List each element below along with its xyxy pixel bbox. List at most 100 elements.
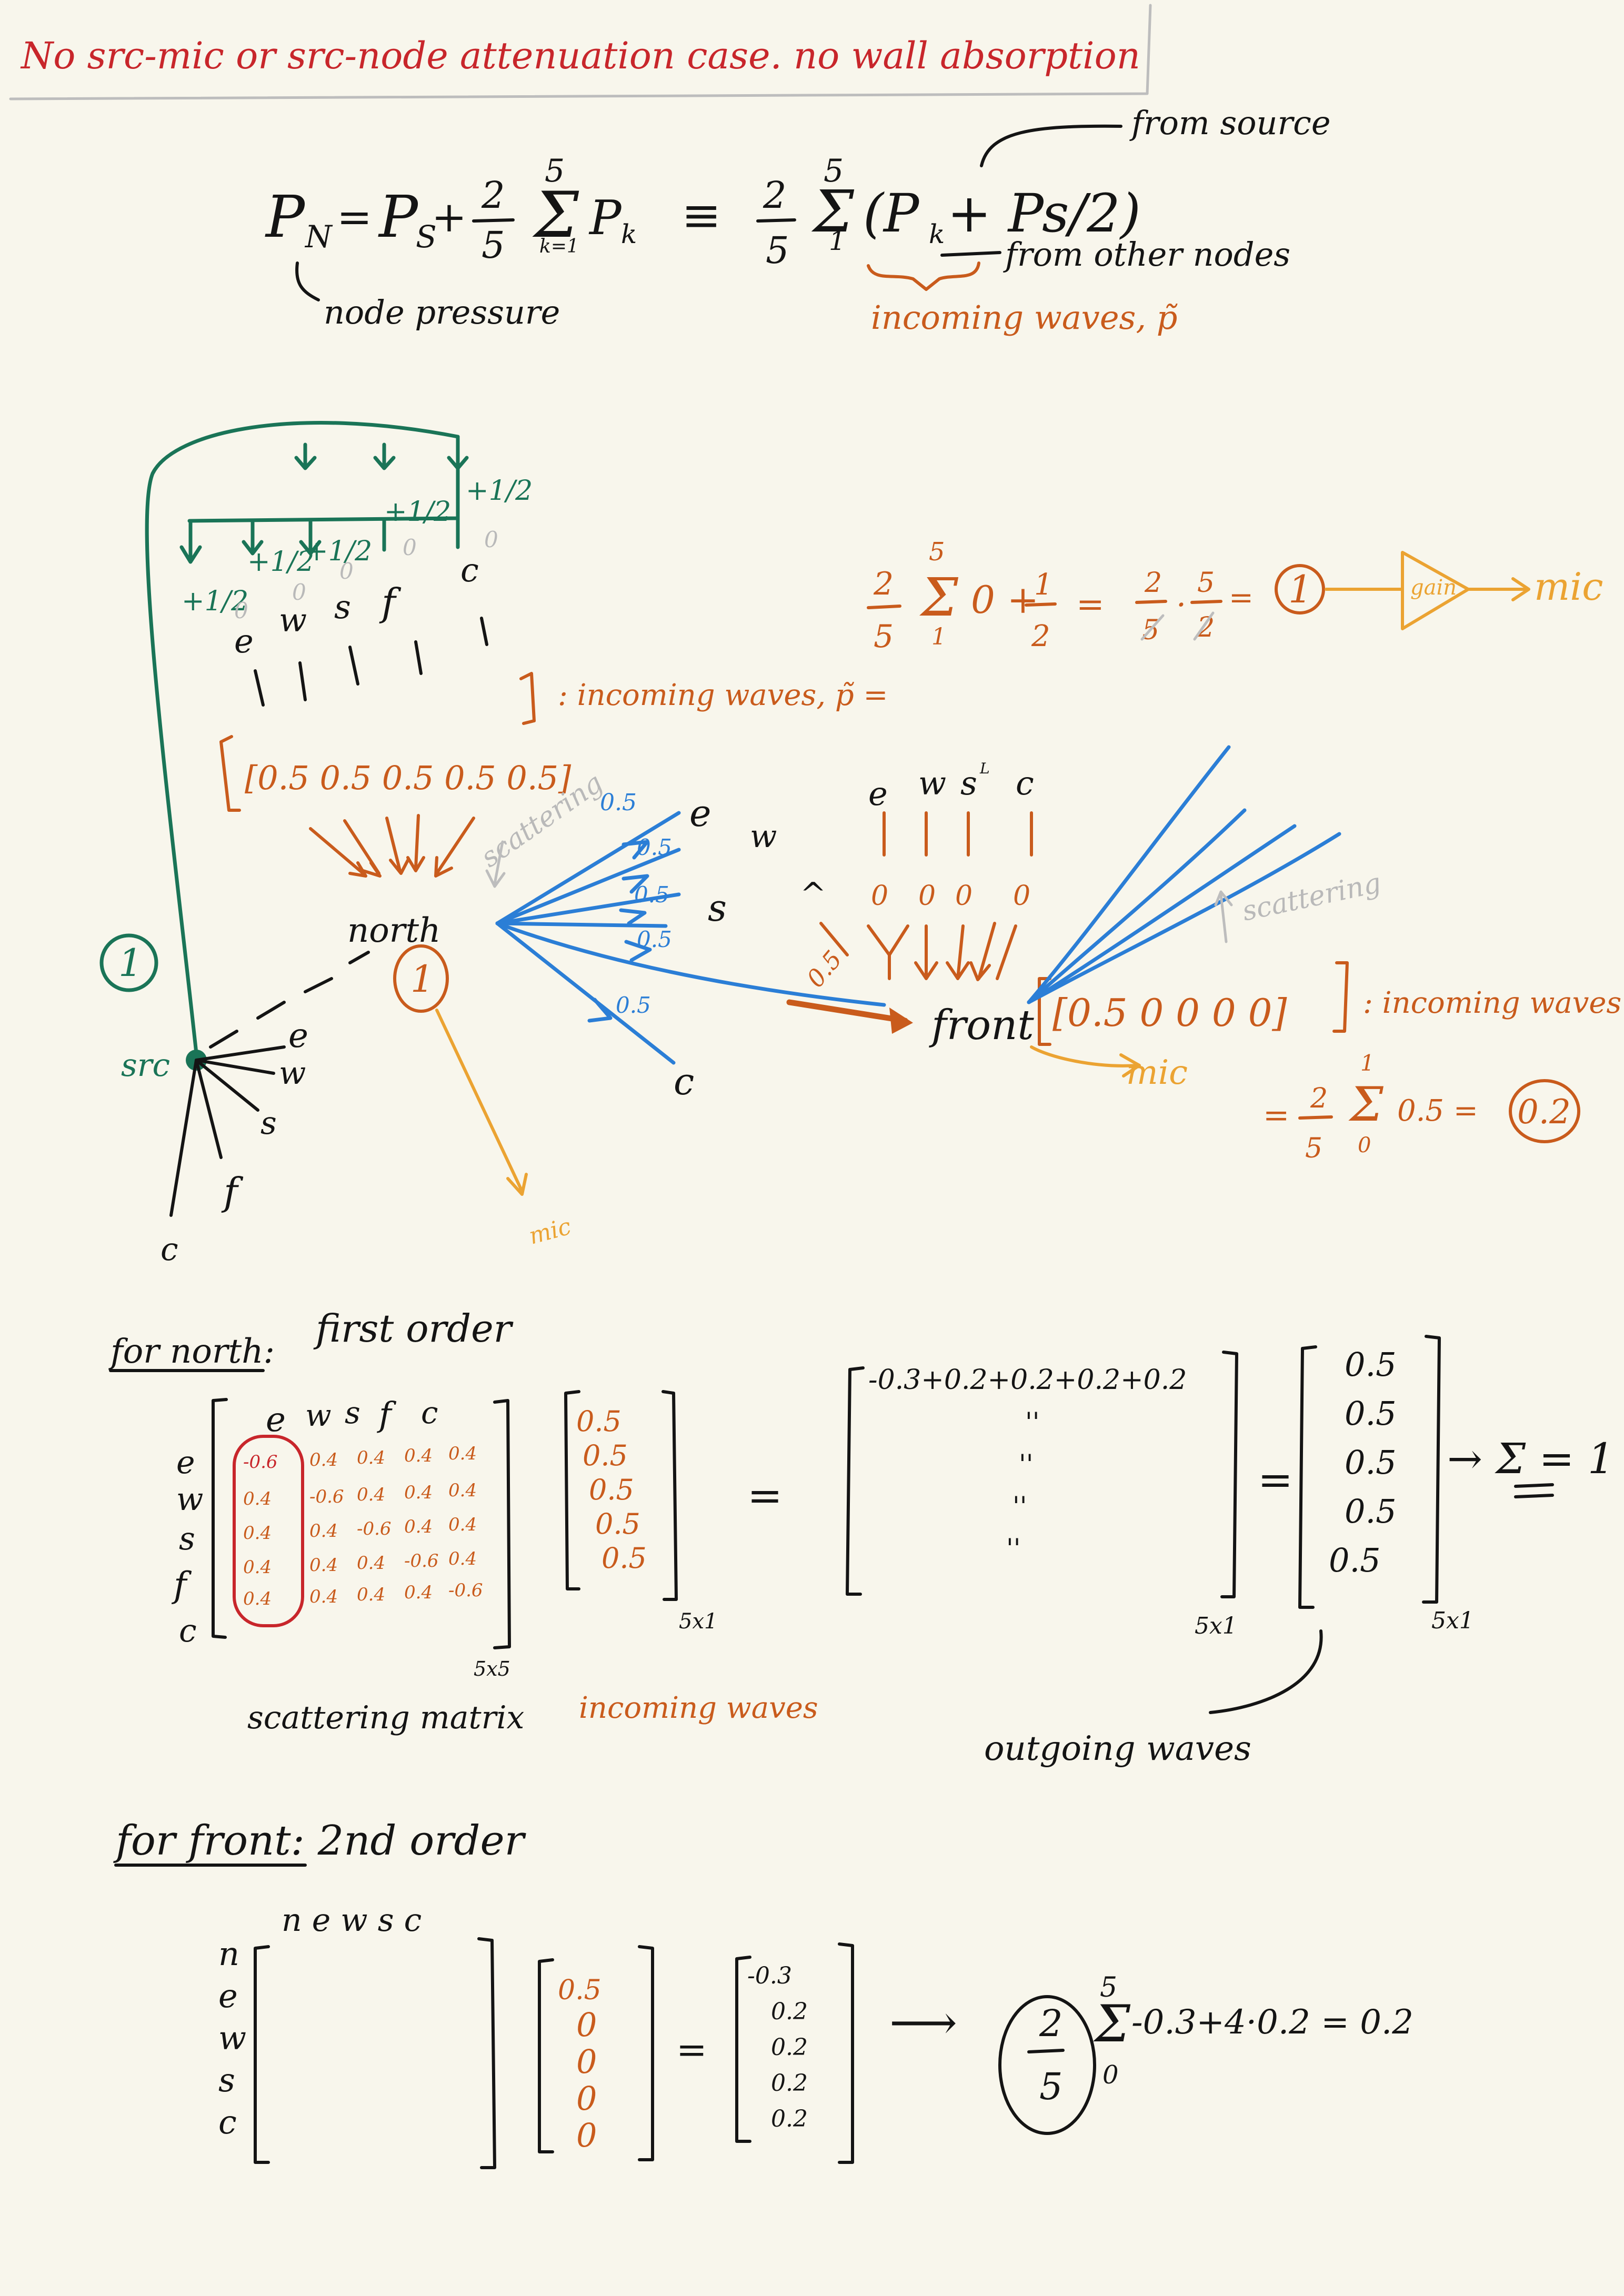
matrix-cell: -0.6 [357, 1518, 392, 1539]
outgoing-cell: 0.5 [1329, 1541, 1381, 1579]
front-calc-eq: = [1263, 1097, 1289, 1134]
calc-eq2: = [1229, 581, 1254, 615]
blue-label-top: 0.5 [600, 789, 637, 816]
incoming-cell: 0.5 [583, 1439, 628, 1472]
blue-end-c: c [674, 1060, 694, 1103]
calc-eq: = [1076, 585, 1105, 624]
north-mic: mic [526, 1213, 574, 1250]
eq-equiv: ≡ [681, 188, 721, 243]
calc-dot: · [1176, 587, 1186, 623]
expanded-cell: '' [1006, 1533, 1021, 1564]
zero-mark-s: 0 [339, 558, 354, 584]
blue-label-s: 0.5 [637, 927, 672, 952]
source-node: src e w s f c [121, 1016, 308, 1268]
north-outgoing-vector: 0.50.50.50.50.5 5x1 → Σ = 1 outgoing wav… [984, 1335, 1615, 1768]
eq-ps: P [378, 183, 419, 250]
eq-ps-sub: S [416, 219, 437, 255]
eq-rhs-sigma: Σ [811, 178, 855, 245]
zero-mark-w: 0 [292, 579, 306, 605]
eq-rhs-num: 2 [763, 174, 787, 217]
incoming-cell: 0.5 [589, 1473, 634, 1506]
front-incoming-cell: 0.5 [558, 1975, 602, 2006]
north-subheading: first order [313, 1306, 514, 1351]
matrix-cell: 0.4 [357, 1447, 385, 1468]
front-n-mark: ^ [800, 876, 826, 913]
source-feed: +1/2 +1/2 +1/2 +1/2 +1/2 1 [99, 421, 533, 1065]
front-node: e w s L c 0 0 0 0 ^ 0.5 front [0.5 0 0 0… [786, 745, 1621, 1164]
incoming-caption: incoming waves [579, 1691, 818, 1725]
front-dir-s: s [960, 764, 977, 802]
front-mic: mic [1126, 1053, 1188, 1092]
eq-pk-sub: k [621, 219, 637, 249]
outgoing-cell: 0.5 [1345, 1443, 1397, 1482]
matrix-cell: 0.4 [448, 1480, 477, 1501]
front-dir-extra: L [979, 760, 990, 777]
calc-body: 0 + [971, 578, 1039, 622]
expanded-cell: '' [1019, 1449, 1034, 1479]
front-zero-4: 0 [1013, 880, 1030, 912]
front-calc-result: 0.2 [1517, 1093, 1571, 1132]
final-expr: -0.3+4·0.2 = 0.2 [1131, 2003, 1414, 2042]
calc-half-den: 2 [1031, 619, 1050, 653]
incoming-cell: 0.5 [576, 1405, 621, 1438]
matrix-cell: 0.4 [243, 1523, 272, 1544]
matrix-cell: -0.6 [448, 1580, 483, 1601]
matrix-cell: 0.4 [309, 1520, 338, 1542]
front-outgoing-cell: 0.2 [771, 2070, 808, 2097]
matrix-cell: 0.4 [448, 1514, 477, 1535]
matrix-cell: 0.4 [357, 1584, 385, 1605]
calc-top: 5 [929, 537, 945, 567]
outgoing-cells: 0.50.50.50.50.5 [1329, 1345, 1397, 1579]
front-incoming-cell: 0 [576, 2116, 597, 2154]
matrix-row-c: c [179, 1613, 197, 1649]
eq-pn: P [265, 183, 306, 250]
matrix-cell: 0.4 [243, 1588, 272, 1609]
matrix-row-f: f [171, 1565, 192, 1605]
front-row-header: e [218, 1977, 238, 2015]
outgoing-caption: outgoing waves [984, 1729, 1251, 1768]
blue-label-c: 0.5 [616, 992, 651, 1018]
eq-rhs-bot: 1 [829, 226, 846, 256]
expanded-size: 5x1 [1195, 1613, 1237, 1639]
front-label: front [929, 1002, 1034, 1049]
front-row-header: s [218, 2061, 235, 2099]
outgoing-size: 5x1 [1431, 1607, 1474, 1634]
eq-plus: + [432, 193, 467, 241]
page-title: No src-mic or src-node attenuation case.… [20, 34, 1140, 77]
front-col-headers: n e w s c [282, 1902, 422, 1939]
north-incoming-vector: [0.5 0.5 0.5 0.5 0.5] [245, 759, 572, 797]
front-incoming-cell: 0 [576, 2079, 597, 2118]
expanded-cell: '' [1025, 1407, 1040, 1437]
node-pressure-equation: P N = P S + 2 5 5 Σ k=1 P k ≡ 2 5 5 Σ 1 … [265, 104, 1331, 337]
matrix-row-w: w [176, 1481, 203, 1518]
green-label-1: +1/2 [182, 586, 248, 617]
title-box: No src-mic or src-node attenuation case.… [9, 4, 1152, 100]
matrix-caption: scattering matrix [247, 1699, 524, 1736]
north-node: scattering 0.5 north 1 mic 0.5 0.5 0.5 0… [209, 767, 886, 1250]
front-incoming-label: : incoming waves [1363, 986, 1621, 1020]
matrix-cell: 0.4 [448, 1548, 477, 1569]
dir-e: e [234, 622, 254, 660]
front-calc-body: 0.5 = [1397, 1094, 1478, 1128]
eq-rhs-expr-tail: + Ps/2) [947, 183, 1141, 244]
eq-pk: P [588, 190, 622, 246]
green-label-2: +1/2 [247, 546, 314, 578]
front-dir-w: w [918, 764, 946, 802]
front-dir-c: c [1016, 764, 1034, 802]
front-arrow: ⟶ [889, 1995, 957, 2050]
dir-c: c [460, 551, 479, 589]
outgoing-cell: 0.5 [1345, 1345, 1397, 1384]
blue-label-e: 0.5 [637, 834, 672, 860]
eq-frac-num: 2 [481, 174, 505, 217]
incoming-cells: 0.50.50.50.50.5 [576, 1405, 647, 1575]
incoming-cell: 0.5 [602, 1542, 647, 1575]
front-scattering-label: scattering [1239, 867, 1384, 927]
src-label: src [121, 1047, 170, 1084]
final-sigma: Σ [1093, 1995, 1131, 2053]
matrix-col-f: f [377, 1395, 397, 1434]
